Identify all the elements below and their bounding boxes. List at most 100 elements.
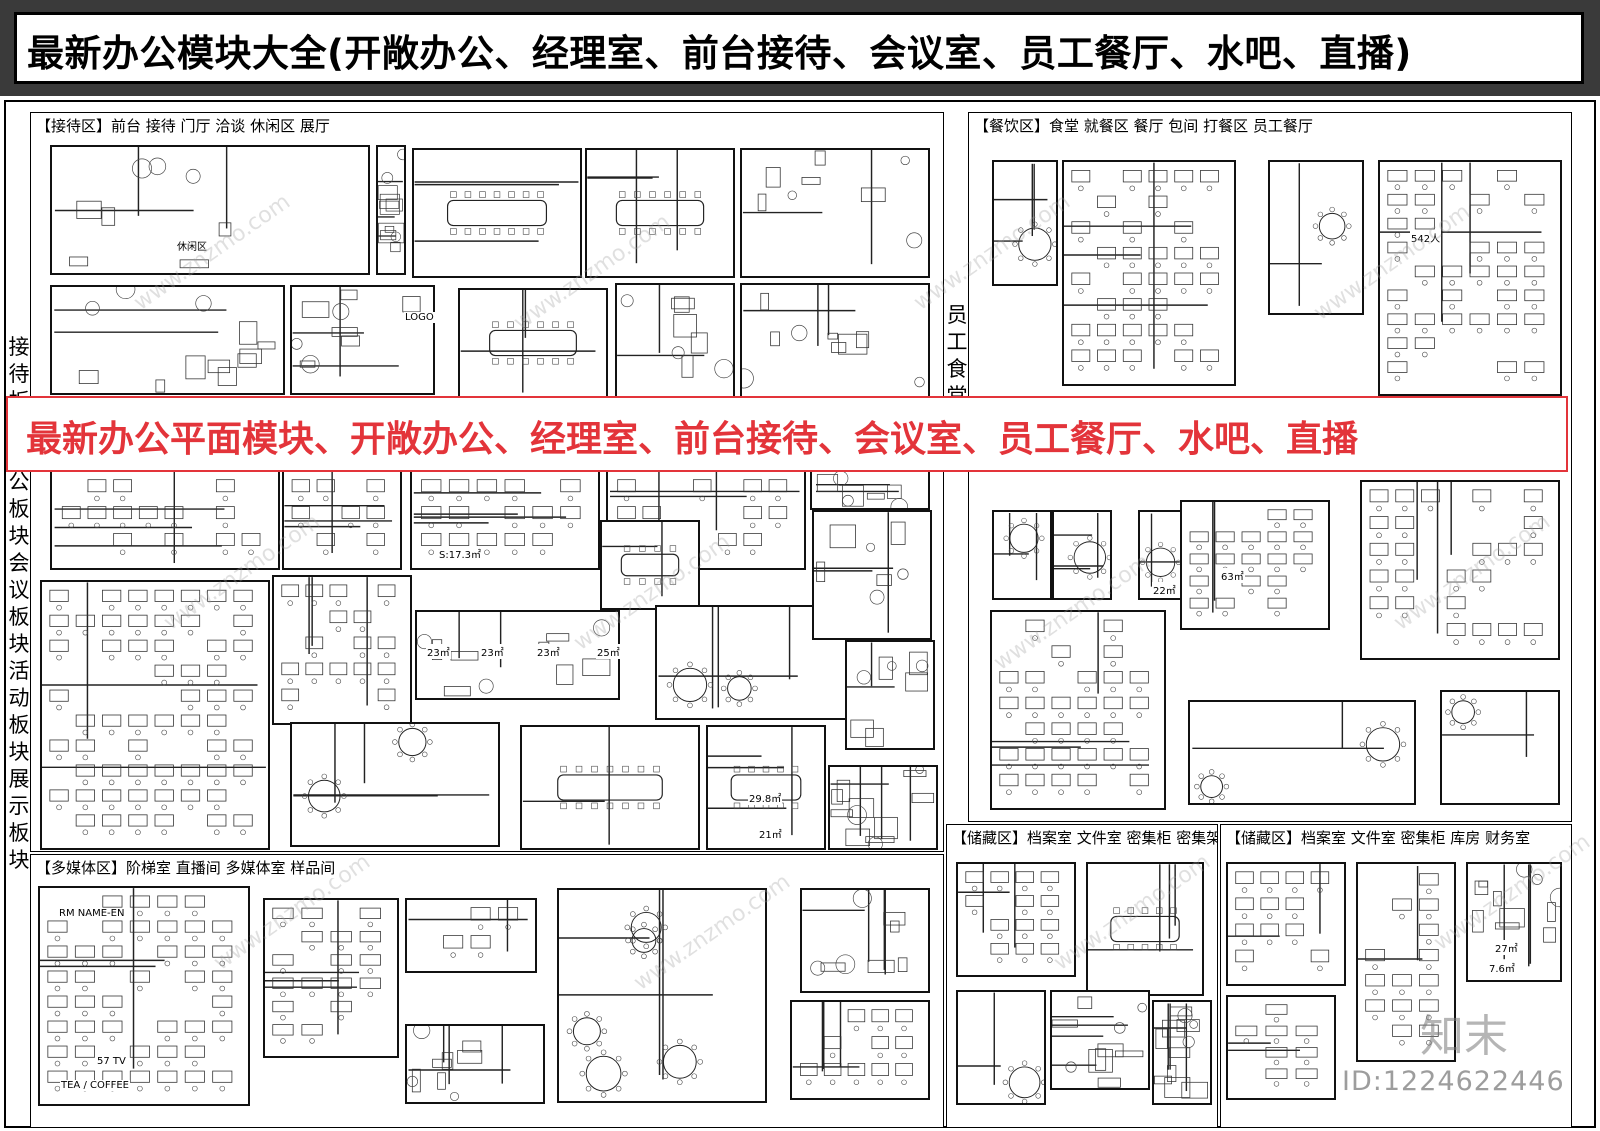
plan-mark <box>1274 566 1280 573</box>
plan-mark <box>417 634 432 650</box>
plan-mark <box>641 953 647 960</box>
plan-mark <box>450 651 479 661</box>
plan-mark <box>852 890 872 908</box>
plan-mark <box>504 479 525 493</box>
plan-mark <box>367 921 374 928</box>
plan-mark <box>180 714 201 727</box>
plan-mark <box>218 222 232 237</box>
plan-mark <box>671 297 695 310</box>
plan-mark <box>450 191 457 198</box>
plan-mark <box>1449 184 1455 190</box>
plan-mark <box>1274 588 1280 595</box>
plan-mark <box>736 670 743 676</box>
plan-mark <box>1469 265 1490 278</box>
plan-label: 22㎡ <box>1152 582 1177 597</box>
storage-left-panel-title: 【储藏区】档案室 文件室 密集柜 密集架 <box>950 827 1217 848</box>
plan-mark <box>338 991 344 998</box>
plan-mark <box>1504 639 1511 645</box>
plan-mark <box>75 814 95 827</box>
plan-mark <box>850 719 874 738</box>
plan-mark <box>743 506 762 520</box>
plan-mark <box>1421 489 1440 503</box>
plan-mark <box>1414 217 1435 230</box>
plan-mark <box>1442 170 1463 182</box>
plan-mark <box>450 228 457 235</box>
plan-mark <box>1051 773 1071 787</box>
plan-mark <box>1103 211 1110 217</box>
plan-mark <box>1097 1043 1124 1058</box>
plan-mark <box>298 495 304 502</box>
plan-mark <box>694 228 701 235</box>
multimedia-panel-title: 【多媒体区】阶梯室 直播间 多媒体室 样品间 <box>34 857 338 878</box>
plan-mark <box>1341 211 1347 218</box>
plan-mark <box>332 303 350 320</box>
plan-mark <box>1394 756 1401 762</box>
plan-label: S:17.3㎡ <box>438 546 482 561</box>
plan-mark <box>291 479 310 493</box>
plan-mark <box>1025 696 1045 710</box>
plan-mark <box>1100 541 1107 547</box>
plan-label: 57 TV <box>96 1056 127 1067</box>
plan-mark <box>1449 303 1455 310</box>
plan-mark <box>1317 887 1323 893</box>
plan-mark <box>367 944 374 951</box>
plan-mark <box>1317 235 1324 241</box>
plan-mark <box>606 765 614 773</box>
plan-mark <box>335 600 342 606</box>
floor-plan <box>1268 160 1364 315</box>
plan-mark <box>699 495 705 502</box>
plan-mark <box>567 358 574 365</box>
plan-mark <box>75 739 95 752</box>
plan-mark <box>827 332 839 340</box>
plan-mark <box>154 639 174 652</box>
plan-mark <box>631 928 657 953</box>
plan-mark <box>1243 1038 1250 1044</box>
plan-mark <box>1021 1098 1028 1103</box>
plan-mark <box>180 789 201 802</box>
plan-mark <box>1414 313 1435 326</box>
plan-mark <box>161 829 167 836</box>
plan-mark <box>546 633 570 642</box>
plan-mark <box>207 639 227 652</box>
plan-mark <box>1129 773 1149 787</box>
plan-mark <box>1524 361 1545 373</box>
floor-plan <box>992 510 1052 600</box>
plan-mark <box>652 926 658 933</box>
plan-mark <box>1248 566 1254 573</box>
plan-mark <box>1469 193 1490 206</box>
plan-mark <box>185 168 201 184</box>
plan-mark <box>1504 559 1511 565</box>
plan-mark <box>1446 569 1466 583</box>
plan-mark <box>307 807 314 813</box>
plan-mark <box>871 1063 889 1076</box>
plan-mark <box>601 1028 608 1035</box>
plan-mark <box>1110 635 1116 641</box>
plan-mark <box>381 172 394 184</box>
plan-mark <box>309 1038 315 1044</box>
side-label-char: 展 <box>8 767 30 791</box>
plan-mark <box>82 629 89 636</box>
plan-mark <box>1196 610 1202 617</box>
plan-mark <box>1174 246 1194 260</box>
plan-mark <box>512 522 518 529</box>
plan-mark <box>214 829 220 836</box>
plan-mark <box>567 495 574 502</box>
plan-mark <box>56 629 62 636</box>
plan-mark <box>915 659 929 673</box>
plan-mark <box>338 1014 344 1021</box>
plan-mark <box>74 970 95 983</box>
plan-mark <box>1504 256 1510 262</box>
plan-mark <box>593 619 611 637</box>
plan-mark <box>1015 919 1034 931</box>
plan-mark <box>1058 738 1064 744</box>
plan-mark <box>649 228 656 235</box>
plan-mark <box>1446 623 1466 636</box>
plan-mark <box>1078 236 1084 243</box>
plan-mark <box>157 945 178 958</box>
plan-mark <box>154 664 174 677</box>
plan-mark <box>624 924 631 931</box>
plan-mark <box>422 751 428 758</box>
plan-mark <box>1471 720 1477 726</box>
plan-mark <box>329 662 348 676</box>
plan-mark <box>1162 1019 1185 1038</box>
